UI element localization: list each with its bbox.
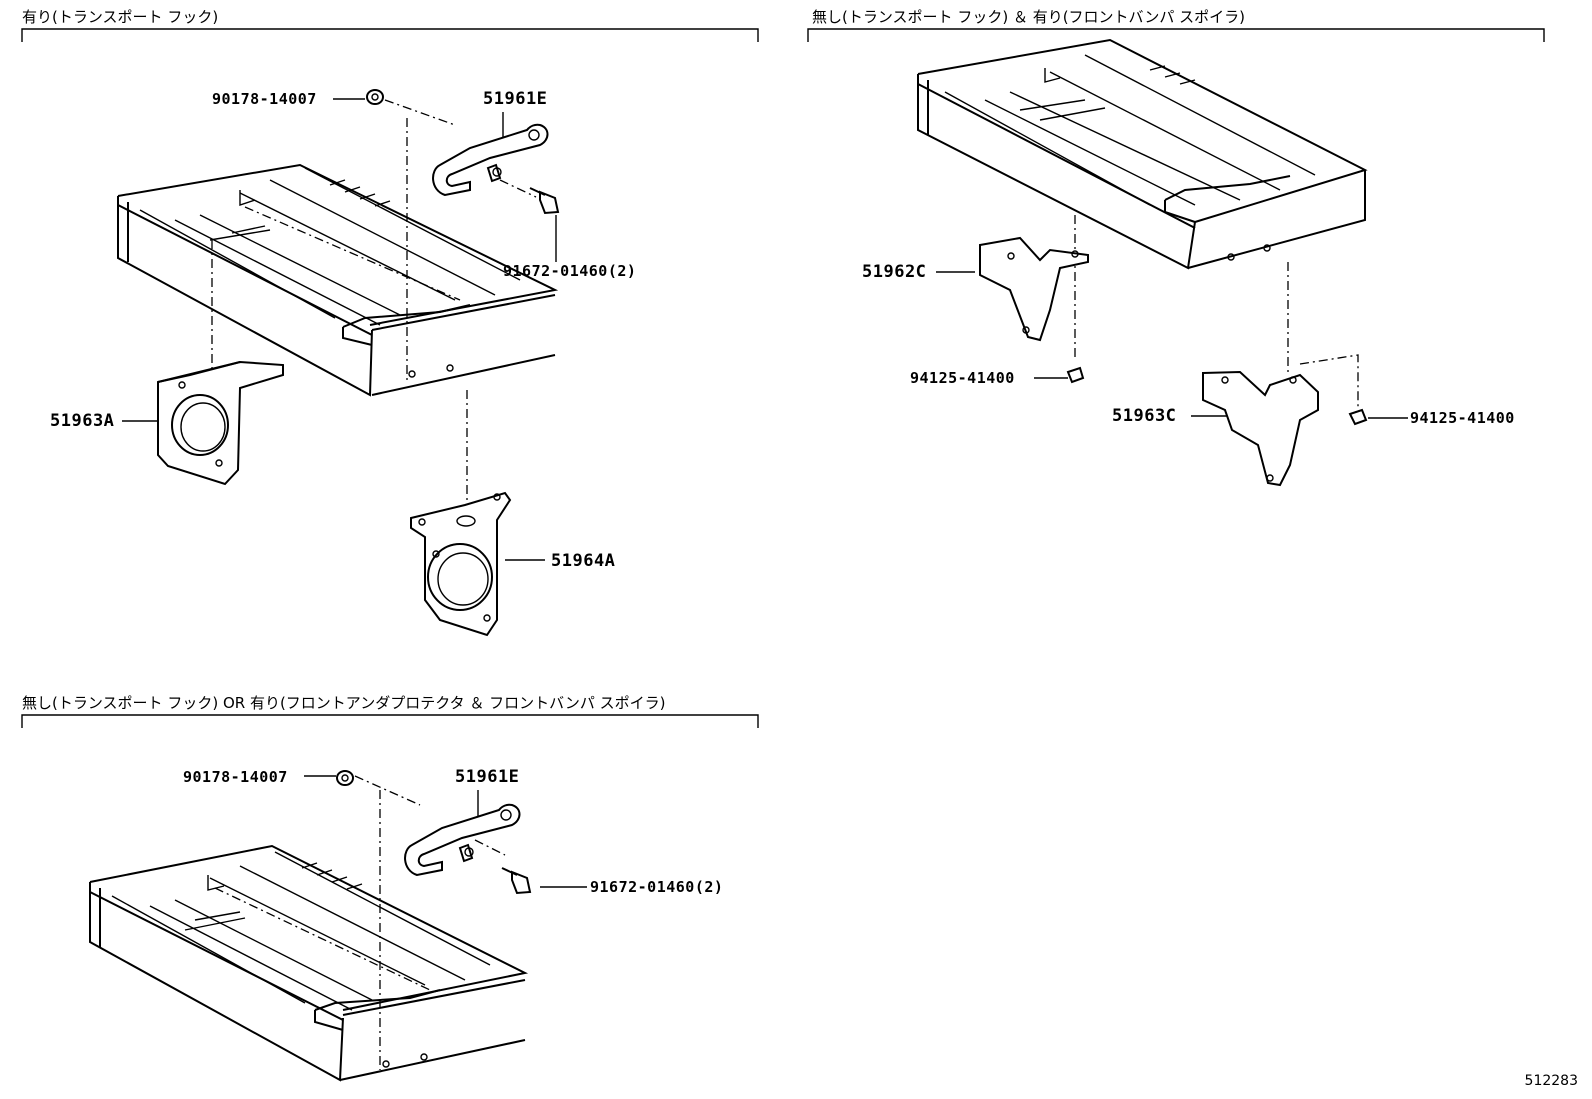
drawing-number: 512283	[1524, 1073, 1578, 1089]
section-2-bracket	[807, 28, 1545, 42]
section-2-title: 無し(トランスポート フック) ＆ 有り(フロントバンパ スポイラ)	[812, 8, 1245, 26]
s2-frame	[917, 38, 1368, 270]
s2-bracket-51962c-icon	[979, 236, 1089, 342]
s3-callout-hook[interactable]: 51961E	[455, 767, 520, 787]
s1-bracket-51963a-icon	[157, 360, 284, 486]
s2-callout-bracket-c2[interactable]: 51963C	[1112, 406, 1177, 426]
s3-transport-hook-icon	[404, 803, 521, 877]
s2-callout-nut-1[interactable]: 94125-41400	[910, 369, 1015, 387]
s1-bolt-icon	[529, 187, 560, 215]
section-1-bracket	[21, 28, 759, 42]
s3-frame	[89, 844, 529, 1082]
s1-callout-nut[interactable]: 90178-14007	[212, 90, 317, 108]
s3-callout-nut[interactable]: 90178-14007	[183, 768, 288, 786]
s2-bracket-51963c-icon	[1202, 370, 1319, 487]
s1-frame	[117, 163, 559, 397]
s1-transport-hook-icon	[432, 123, 549, 197]
s1-callout-bolt[interactable]: 91672-01460(2)	[503, 262, 637, 280]
s2-callout-nut-2[interactable]: 94125-41400	[1410, 409, 1515, 427]
s2-nut-1-icon	[1066, 366, 1085, 384]
section-3-title: 無し(トランスポート フック) OR 有り(フロントアンダプロテクタ ＆ フロン…	[22, 694, 666, 712]
section-1-title: 有り(トランスポート フック)	[22, 8, 219, 26]
s2-nut-2-icon	[1348, 408, 1368, 426]
s1-callout-bracket-b[interactable]: 51964A	[551, 551, 616, 571]
s1-nut-icon	[366, 89, 384, 105]
s2-callout-bracket-c1[interactable]: 51962C	[862, 262, 927, 282]
s1-callout-bracket-a[interactable]: 51963A	[50, 411, 115, 431]
s3-leader-lines	[214, 775, 587, 1070]
section-3-bracket	[21, 714, 759, 728]
s3-bolt-icon	[501, 867, 532, 895]
s1-callout-hook[interactable]: 51961E	[483, 89, 548, 109]
s1-bracket-51964a-icon	[410, 491, 512, 637]
s2-leader-lines	[936, 215, 1408, 419]
s3-callout-bolt[interactable]: 91672-01460(2)	[590, 878, 724, 896]
s3-nut-icon	[336, 770, 354, 786]
